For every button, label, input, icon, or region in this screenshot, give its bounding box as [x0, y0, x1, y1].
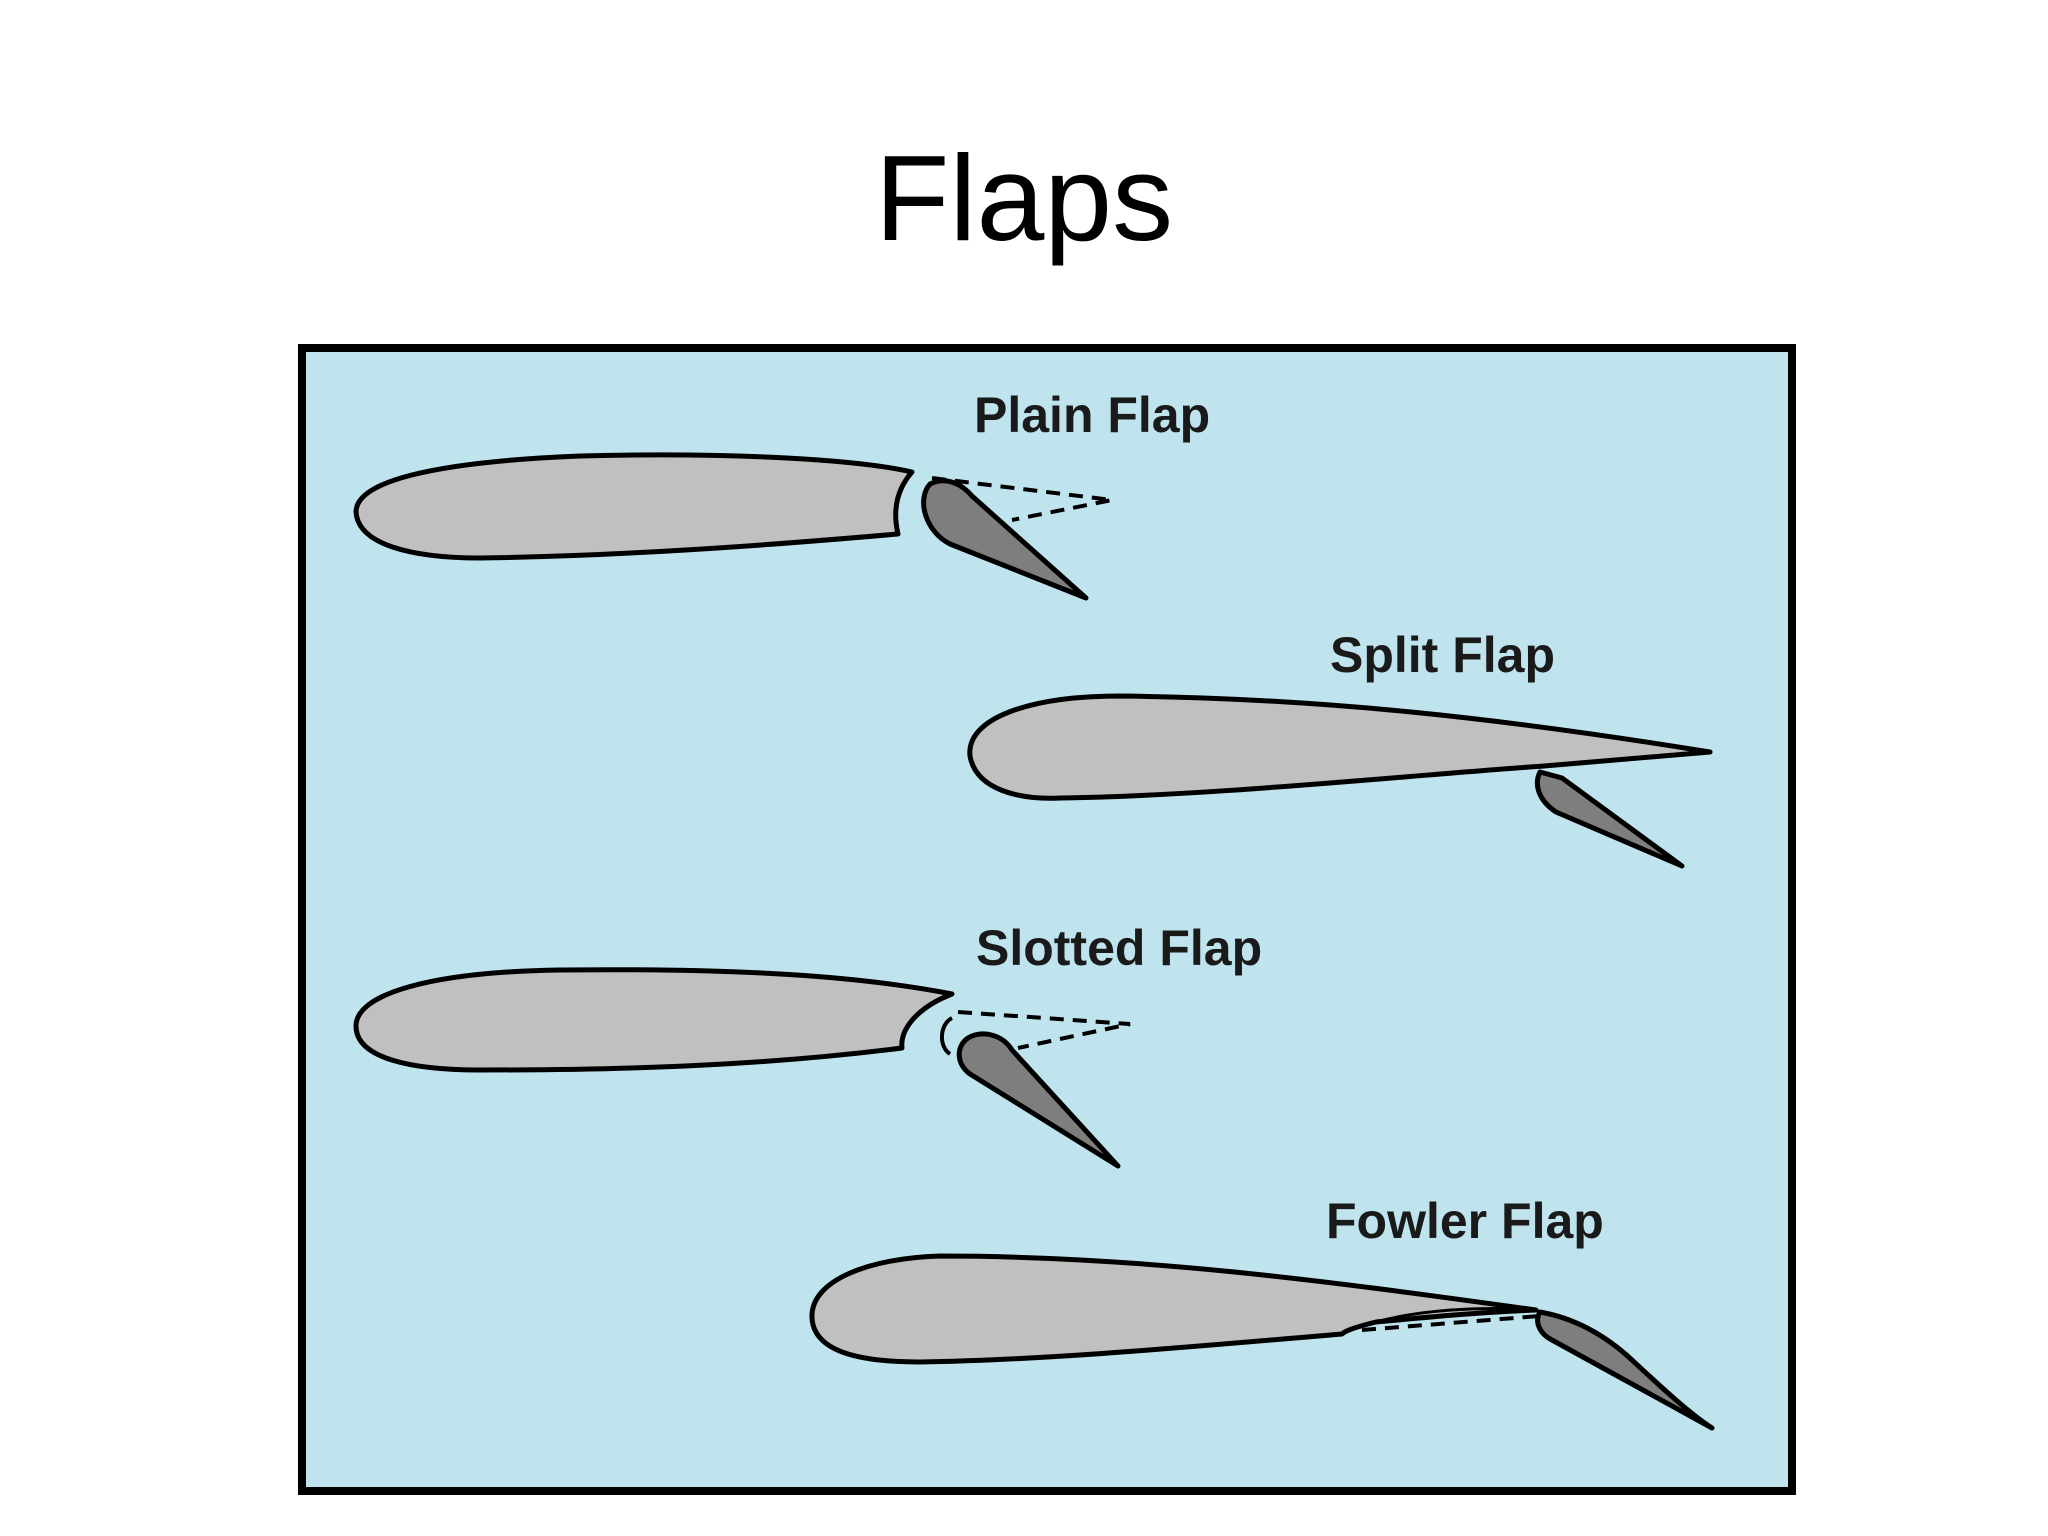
plain-flap-wing [353, 452, 915, 561]
split-flap-group: Split Flap [967, 627, 1713, 869]
plain-flap-label: Plain Flap [974, 387, 1210, 443]
slotted-flap-group: Slotted Flap [353, 920, 1262, 1169]
split-flap-deflected [1534, 769, 1685, 869]
fowler-flap-retracted-outline [1361, 1314, 1541, 1332]
slotted-flap-wing [353, 967, 955, 1073]
fowler-flap-track-outline [1375, 1307, 1537, 1324]
slide-title: Flaps [874, 130, 1174, 266]
plain-flap-group: Plain Flap [353, 387, 1210, 601]
fowler-flap-deflected [1535, 1309, 1715, 1431]
slotted-flap-label: Slotted Flap [976, 920, 1262, 976]
fowler-flap-wing [809, 1253, 1539, 1365]
slotted-flap-slot-outline [940, 1016, 954, 1056]
split-flap-label: Split Flap [1330, 627, 1555, 683]
plain-flap-deflected [921, 478, 1089, 601]
fowler-flap-group: Fowler Flap [809, 1193, 1715, 1431]
fowler-flap-label: Fowler Flap [1326, 1193, 1604, 1249]
slotted-flap-retracted-outline [957, 1010, 1131, 1050]
slotted-flap-deflected [956, 1031, 1121, 1169]
split-flap-wing [967, 693, 1713, 801]
